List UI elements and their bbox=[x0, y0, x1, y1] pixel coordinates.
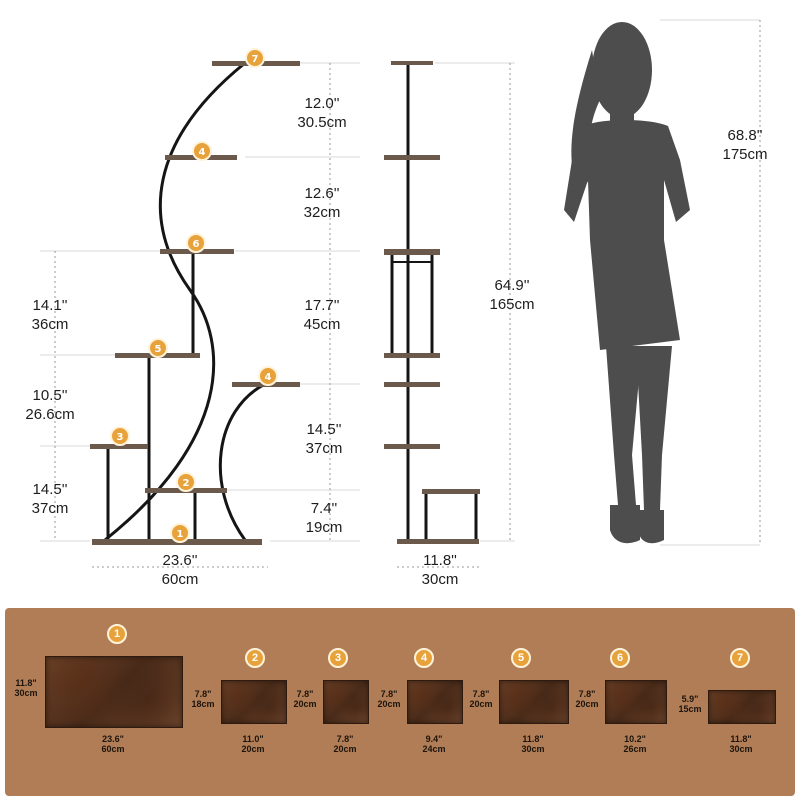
height-label-shelf-7-to-4: 12.0''30.5cm bbox=[297, 95, 347, 131]
person-height-label: 68.8''175cm bbox=[722, 127, 768, 163]
shelf-7-height: 5.9"15cm bbox=[678, 694, 702, 714]
svg-text:4: 4 bbox=[199, 147, 206, 158]
shelf-2-height: 7.8"18cm bbox=[191, 689, 215, 709]
guide-lines bbox=[40, 19, 760, 546]
curved-frame-secondary bbox=[218, 382, 266, 541]
panel-badge-1: 1 bbox=[107, 624, 127, 644]
depth-label: 11.8''30cm bbox=[421, 552, 459, 588]
shelf-1-width: 23.6"60cm bbox=[101, 734, 125, 754]
svg-text:6: 6 bbox=[193, 239, 200, 250]
shelf-5-width: 11.8"30cm bbox=[521, 734, 545, 754]
panel-badge-3: 3 bbox=[328, 648, 348, 668]
height-label-shelf-4-to-6: 12.6''32cm bbox=[303, 185, 341, 221]
shelf-badge-4-top: 4 bbox=[192, 141, 212, 161]
panel-badge-5: 5 bbox=[511, 648, 531, 668]
dimension-lines bbox=[54, 20, 761, 568]
panel-badge-2: 2 bbox=[245, 648, 265, 668]
shelf-3-width: 7.8"20cm bbox=[333, 734, 357, 754]
height-label-shelf-2-to-1: 7.4''19cm bbox=[305, 500, 343, 536]
shelf-size-panel: 1 11.8"30cm 23.6"60cm 2 7.8"18cm 11.0"20… bbox=[5, 608, 795, 796]
shelf-badge-7: 7 bbox=[245, 48, 265, 68]
svg-text:5: 5 bbox=[155, 344, 162, 355]
shelf-badge-1: 1 bbox=[170, 523, 190, 543]
left-height-label-upper: 14.1''36cm bbox=[31, 297, 69, 333]
shelf-board-1 bbox=[45, 656, 183, 728]
width-label: 23.6''60cm bbox=[161, 552, 199, 588]
curved-frame-main bbox=[104, 61, 246, 542]
front-view-stand bbox=[90, 61, 300, 545]
left-height-label-middle: 10.5''26.6cm bbox=[25, 387, 75, 423]
shelf-6-width: 10.2"26cm bbox=[623, 734, 647, 754]
shelf-badge-4: 4 bbox=[258, 366, 278, 386]
shelf-1-height: 11.8"30cm bbox=[14, 678, 38, 698]
shelf-badges: 7 4 6 5 4 3 2 1 bbox=[110, 48, 278, 543]
total-height-label: 64.9''165cm bbox=[489, 277, 535, 313]
panel-badge-4: 4 bbox=[414, 648, 434, 668]
shelf-board-7 bbox=[708, 690, 776, 724]
shelf-3-height: 7.8"20cm bbox=[293, 689, 317, 709]
shelf-badge-6: 6 bbox=[186, 233, 206, 253]
left-height-label-lower: 14.5''37cm bbox=[31, 481, 69, 517]
shelf-board-3 bbox=[323, 680, 369, 724]
panel-badge-6: 6 bbox=[610, 648, 630, 668]
svg-text:2: 2 bbox=[183, 478, 190, 489]
shelf-badge-3: 3 bbox=[110, 426, 130, 446]
height-label-shelf-4-to-2: 14.5''37cm bbox=[305, 421, 343, 457]
shelf-4-height: 7.8"20cm bbox=[377, 689, 401, 709]
shelf-4-width: 9.4"24cm bbox=[422, 734, 446, 754]
shelf-board-2 bbox=[221, 680, 287, 724]
side-view-stand bbox=[384, 61, 480, 544]
svg-text:7: 7 bbox=[252, 54, 259, 65]
height-label-shelf-6-to-5: 17.7''45cm bbox=[303, 297, 341, 333]
shelf-6-height: 7.8"20cm bbox=[575, 689, 599, 709]
shelf-badge-5: 5 bbox=[148, 338, 168, 358]
shelf-badge-2: 2 bbox=[176, 472, 196, 492]
svg-text:1: 1 bbox=[177, 529, 184, 540]
shelf-board-4 bbox=[407, 680, 463, 724]
shelf-3 bbox=[90, 444, 148, 449]
person-silhouette bbox=[564, 22, 690, 544]
shelf-2-width: 11.0"20cm bbox=[241, 734, 265, 754]
panel-badge-7: 7 bbox=[730, 648, 750, 668]
svg-text:3: 3 bbox=[117, 432, 124, 443]
svg-text:4: 4 bbox=[265, 372, 272, 383]
shelf-board-6 bbox=[605, 680, 667, 724]
shelf-board-5 bbox=[499, 680, 569, 724]
shelf-7-width: 11.8"30cm bbox=[729, 734, 753, 754]
shelf-5-height: 7.8"20cm bbox=[469, 689, 493, 709]
